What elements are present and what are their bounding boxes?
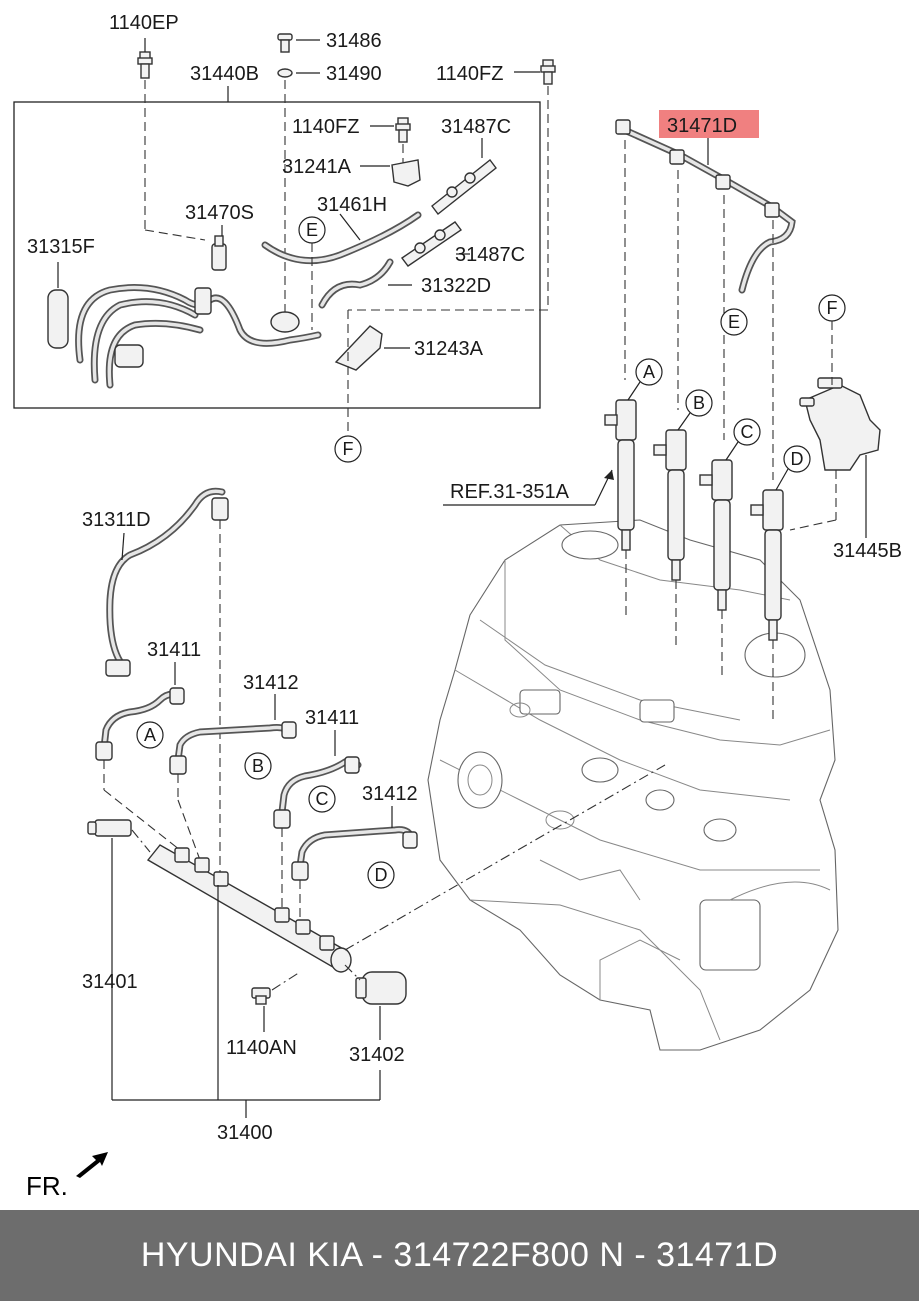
svg-text:B: B — [252, 756, 264, 776]
label-31440B: 31440B — [190, 63, 259, 85]
pipe-assembly-box — [13, 101, 541, 409]
callout-E-box: E — [298, 216, 326, 330]
bolt-1140FZ-box[interactable] — [370, 117, 411, 143]
label-31486: 31486 — [326, 30, 382, 52]
label-31411-a: 31411 — [147, 639, 201, 661]
bracket-31445B[interactable] — [799, 377, 881, 538]
label-ref-31-351A: REF.31-351A — [450, 481, 570, 503]
engine-block — [427, 519, 839, 1051]
svg-text:E: E — [306, 220, 318, 240]
front-direction-arrow: FR. — [26, 1152, 108, 1201]
callout-B-pipe: B — [244, 752, 272, 780]
label-31470S: 31470S — [185, 202, 254, 224]
callout-D-injector: D — [775, 445, 811, 491]
label-31401: 31401 — [82, 971, 138, 993]
bracket-31400 — [112, 885, 381, 1118]
pipe-31411-B[interactable] — [273, 730, 362, 829]
label-31322D: 31322D — [421, 275, 491, 297]
label-31315F: 31315F — [27, 236, 95, 258]
callout-F-bracket: F — [818, 294, 846, 385]
clip-31241A[interactable] — [360, 159, 421, 187]
connector-31487C-b[interactable] — [400, 221, 470, 267]
label-31490: 31490 — [326, 63, 382, 85]
callout-A-pipe: A — [136, 721, 164, 749]
label-31243A: 31243A — [414, 338, 484, 360]
label-31400: 31400 — [217, 1122, 273, 1144]
washer-31490[interactable] — [277, 68, 320, 78]
callout-C-injector: C — [725, 418, 761, 461]
label-31487C-b: 31487C — [455, 244, 525, 266]
svg-text:E: E — [728, 312, 740, 332]
filter-31315F[interactable] — [47, 262, 69, 349]
svg-text:D: D — [375, 865, 388, 885]
pressure-valve-31402[interactable] — [355, 971, 407, 1040]
return-pipe-assembly[interactable] — [75, 284, 322, 389]
svg-text:D: D — [791, 449, 804, 469]
common-rail-31401[interactable] — [146, 844, 352, 973]
injector-1[interactable] — [604, 399, 637, 551]
pipe-31412-B[interactable] — [291, 806, 418, 881]
callout-F-box: F — [334, 310, 362, 463]
label-31241A: 31241A — [282, 156, 352, 178]
callout-E-rail: E — [720, 308, 748, 336]
pipe-31411-A[interactable] — [95, 662, 185, 761]
label-31402: 31402 — [349, 1044, 405, 1066]
footer-text: HYUNDAI KIA - 314722F800 N - 31471D — [140, 1236, 779, 1274]
pipe-31311D[interactable] — [105, 487, 229, 677]
pipe-31412-A[interactable] — [169, 694, 297, 775]
svg-text:A: A — [643, 362, 655, 382]
svg-text:A: A — [144, 725, 156, 745]
label-1140AN: 1140AN — [226, 1037, 297, 1059]
bolt-1140FZ-top[interactable] — [514, 59, 556, 85]
label-31461H: 31461H — [317, 194, 387, 216]
svg-text:F: F — [343, 439, 354, 459]
label-31412-b: 31412 — [362, 783, 418, 805]
bolt-31486[interactable] — [277, 33, 320, 53]
bolt-1140EP[interactable] — [137, 38, 153, 79]
svg-text:B: B — [693, 393, 705, 413]
highlight-31471D — [659, 110, 759, 138]
svg-text:C: C — [316, 789, 329, 809]
sensor-31470S[interactable] — [211, 225, 227, 271]
callout-A-injector: A — [627, 358, 663, 401]
ref-arrow — [443, 469, 614, 506]
callout-D-pipe: D — [367, 861, 395, 889]
label-1140EP: 1140EP — [109, 12, 179, 34]
injector-2[interactable] — [653, 429, 687, 581]
svg-text:FR.: FR. — [26, 1171, 68, 1201]
pressure-sensor-rail[interactable] — [87, 819, 132, 837]
svg-text:F: F — [827, 298, 838, 318]
label-1140FZ-top: 1140FZ — [436, 63, 503, 85]
label-31445B: 31445B — [833, 540, 902, 562]
callout-C-pipe: C — [308, 785, 336, 813]
hose-31322D[interactable] — [318, 258, 412, 309]
injector-3[interactable] — [699, 459, 733, 611]
label-31487C-a: 31487C — [441, 116, 511, 138]
label-31471D: 31471D — [667, 115, 737, 137]
injector-4[interactable] — [750, 489, 784, 641]
hose-31461H[interactable] — [261, 211, 422, 265]
parts-diagram: E F E — [13, 12, 902, 1201]
label-31311D: 31311D — [82, 509, 151, 531]
svg-text:C: C — [741, 422, 754, 442]
label-1140FZ-box: 1140FZ — [292, 116, 359, 138]
return-line-31471D[interactable] — [615, 119, 796, 294]
connector-31487C-a[interactable] — [431, 138, 497, 215]
label-31411-b: 31411 — [305, 707, 359, 729]
bolt-1140AN[interactable] — [251, 987, 271, 1032]
part-number-footer: HYUNDAI KIA - 314722F800 N - 31471D — [0, 1210, 919, 1301]
bracket-31243A[interactable] — [334, 325, 410, 371]
label-31412-a: 31412 — [243, 672, 299, 694]
callout-B-injector: B — [677, 389, 713, 431]
